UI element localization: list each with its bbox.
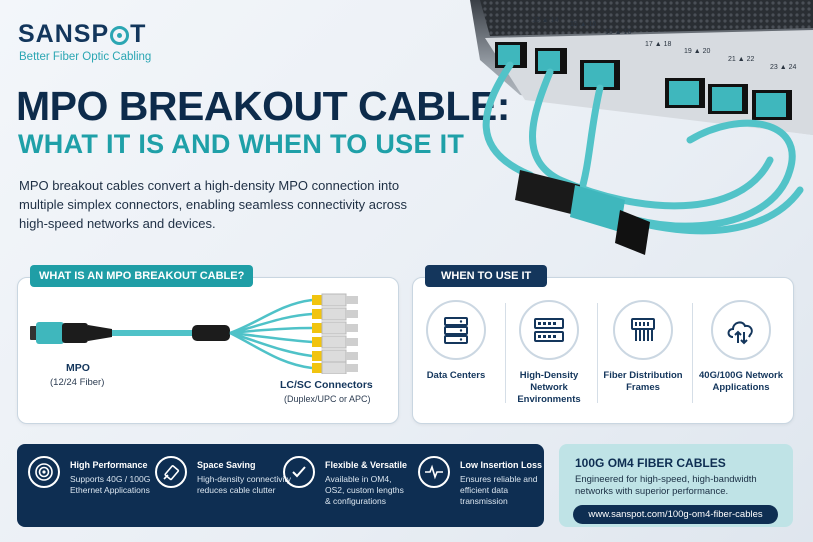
use-case-label: Data Centers — [426, 370, 486, 381]
connector-icon — [155, 456, 187, 488]
use-case-label: High-Density Network Environments — [517, 370, 581, 405]
port-label: 17 ▲ 18 — [645, 41, 671, 48]
target-logo-icon — [110, 26, 130, 45]
cta-description: Engineered for high-speed, high-bandwidt… — [575, 474, 757, 497]
target-icon — [28, 456, 60, 488]
check-icon — [283, 456, 315, 488]
mpo-label: MPO — [66, 362, 90, 374]
intro-paragraph: MPO breakout cables convert a high-densi… — [19, 178, 408, 231]
lc-sc-polish: (Duplex/UPC or APC) — [284, 394, 371, 404]
cta-title: 100G OM4 FIBER CABLES — [575, 456, 726, 470]
feature-text: High-density connectivity reduces cable … — [197, 474, 292, 495]
lc-sc-label: LC/SC Connectors — [280, 379, 373, 391]
page-title: MPO BREAKOUT CABLE: — [16, 83, 510, 129]
pulse-icon — [418, 456, 450, 488]
switch-ports — [495, 42, 792, 120]
port-label: 19 ▲ 20 — [684, 48, 710, 55]
port-label: 15 ▲ 16 — [570, 21, 596, 28]
feature-text: Available in OM4, OS2, custom lengths & … — [325, 474, 404, 506]
features-bar — [17, 444, 544, 527]
use-case-data-centers: Data Centers — [410, 300, 502, 382]
use-case-label: 40G/100G Network Applications — [699, 370, 783, 393]
use-case-high-density: High-Density Network Environments — [503, 300, 595, 406]
port-label: 15 ▲ 16 — [605, 29, 631, 36]
column-divider — [505, 303, 506, 403]
column-divider — [692, 303, 693, 403]
port-label: 21 ▲ 22 — [728, 56, 754, 63]
port-label: 13 ▲ 14 — [532, 17, 558, 24]
feature-text: Ensures reliable and efficient data tran… — [460, 474, 538, 506]
feature-title: Space Saving — [197, 460, 256, 470]
feature-title: Low Insertion Loss — [460, 460, 543, 470]
network-switch-icon — [519, 300, 579, 360]
cta-link-button[interactable]: www.sanspot.com/100g-om4-fiber-cables — [573, 505, 778, 524]
mpo-connector-hero — [515, 170, 650, 255]
use-case-40g-100g: 40G/100G Network Applications — [695, 300, 787, 394]
feature-title: High Performance — [70, 460, 148, 470]
use-case-label: Fiber Distribution Frames — [603, 370, 683, 393]
use-case-fiber-frames: Fiber Distribution Frames — [597, 300, 689, 394]
hero-switch-cable-illustration: 13 ▲ 14 15 ▲ 16 15 ▲ 16 17 ▲ 18 19 ▲ 20 … — [470, 0, 813, 255]
patch-panel-icon — [613, 300, 673, 360]
breakout-cable-diagram — [30, 293, 358, 374]
column-divider — [597, 303, 598, 403]
port-label: 23 ▲ 24 — [770, 64, 796, 71]
brand-tagline: Better Fiber Optic Cabling — [19, 51, 152, 63]
page-subtitle: WHAT IT IS AND WHEN TO USE IT — [18, 129, 465, 159]
port-labels: 13 ▲ 14 15 ▲ 16 15 ▲ 16 17 ▲ 18 19 ▲ 20 … — [532, 17, 796, 71]
feature-title: Flexible & Versatile — [325, 460, 408, 470]
feature-text: Supports 40G / 100G Ethernet Application… — [70, 474, 151, 495]
when-to-use-tab: WHEN TO USE IT — [425, 265, 548, 287]
mpo-fiber-count: (12/24 Fiber) — [50, 377, 105, 388]
cloud-upload-icon — [711, 300, 771, 360]
server-rack-icon — [426, 300, 486, 360]
what-is-tab: WHAT IS AN MPO BREAKOUT CABLE? — [30, 265, 254, 287]
